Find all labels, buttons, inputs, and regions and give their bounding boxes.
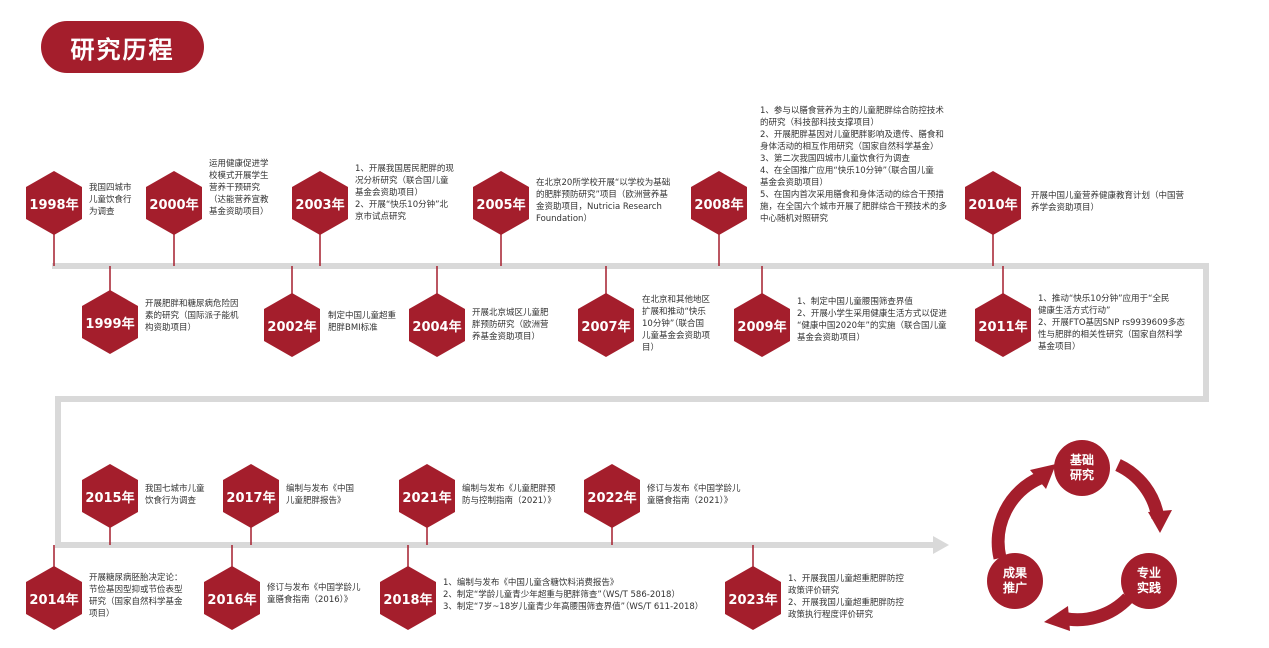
year-hexagon: 2000年: [146, 171, 202, 235]
cycle-node-basic-research: 基础 研究: [1054, 440, 1110, 496]
event-description: 制定中国儿童超重 肥胖BMI标准: [328, 311, 397, 333]
event-description: 1、制定中国儿童腰围筛查界值 2、开展小学生采用健康生活方式以促进 “健康中国2…: [797, 297, 947, 343]
event-description: 开展肥胖和糖尿病危险因 素的研究（国际派子能机 构资助项目）: [145, 299, 239, 333]
event-description: 1、编制与发布《中国儿童含糖饮料消费报告》 2、制定“学龄儿童青少年超重与肥胖筛…: [443, 578, 704, 612]
event-description: 1、推动“快乐10分钟”应用于“全民 健康生活方式行动” 2、开展FTO基因SN…: [1038, 294, 1185, 352]
event-description: 运用健康促进学 校模式开展学生 营养干预研究 （达能营养宣教 基金资助项目）: [209, 159, 269, 217]
cycle-node-result-promotion: 成果 推广: [987, 553, 1043, 609]
timeline-track: [52, 263, 1209, 548]
year-hexagon: 1998年: [26, 171, 82, 235]
year-hexagon: 2023年: [725, 566, 781, 630]
event-description: 修订与发布《中国学龄儿 童膳食指南（2021）》: [647, 484, 741, 506]
event-description: 我国四城市 儿童饮食行 为调查: [89, 183, 132, 217]
event-description: 我国七城市儿童 饮食行为调查: [145, 484, 205, 506]
cycle-arrow-1: [1115, 459, 1165, 520]
event-description: 编制与发布《儿童肥胖预 防与控制指南（2021）》: [462, 484, 556, 506]
event-description: 1、开展我国儿童超重肥胖防控 政策评价研究 2、开展我国儿童超重肥胖防控 政策执…: [788, 574, 904, 620]
event-description: 开展北京城区儿童肥 胖预防研究（欧洲营 养基金资助项目）: [472, 308, 549, 342]
event-description: 开展糖尿病胚胎决定论： 节俭基因型抑或节俭表型 研究（国家自然科学基金 项目）: [89, 573, 183, 619]
cycle-arrow-2: [1060, 593, 1133, 627]
year-hexagon: 2016年: [204, 566, 260, 630]
event-description: 编制与发布《中国 儿童肥胖报告》: [286, 484, 355, 506]
year-hexagon: 2014年: [26, 566, 82, 630]
cycle-arrow-3: [991, 472, 1043, 560]
event-description: 开展中国儿童营养健康教育计划（中国营 养学会资助项目）: [1031, 191, 1185, 213]
cycle-arrows: [991, 459, 1165, 627]
page-title: 研究历程: [41, 21, 204, 73]
event-description: 修订与发布《中国学龄儿 童膳食指南（2016）》: [267, 583, 361, 605]
year-hexagon: 2018年: [380, 566, 436, 630]
event-description: 在北京和其他地区 扩展和推动“快乐 10分钟”（联合国 儿童基金会资助项 目）: [642, 295, 711, 353]
event-description: 在北京20所学校开展“以学校为基础 的肥胖预防研究”项目（欧洲营养基 金资助项目…: [536, 178, 671, 224]
cycle-arrowhead-2: [1044, 606, 1070, 631]
event-description: 1、开展我国居民肥胖的现 况分析研究（联合国儿童 基金会资助项目） 2、开展“快…: [355, 164, 454, 222]
timeline-arrowhead: [933, 536, 949, 554]
cycle-arrowhead-1: [1148, 510, 1172, 533]
cycle-node-professional-practice: 专业 实践: [1121, 553, 1177, 609]
cycle-arrowhead-3: [1030, 464, 1056, 489]
year-hexagon: 2003年: [292, 171, 348, 235]
event-description: 1、参与以膳食营养为主的儿童肥胖综合防控技术 的研究（科技部科技支撑项目） 2、…: [760, 106, 948, 224]
